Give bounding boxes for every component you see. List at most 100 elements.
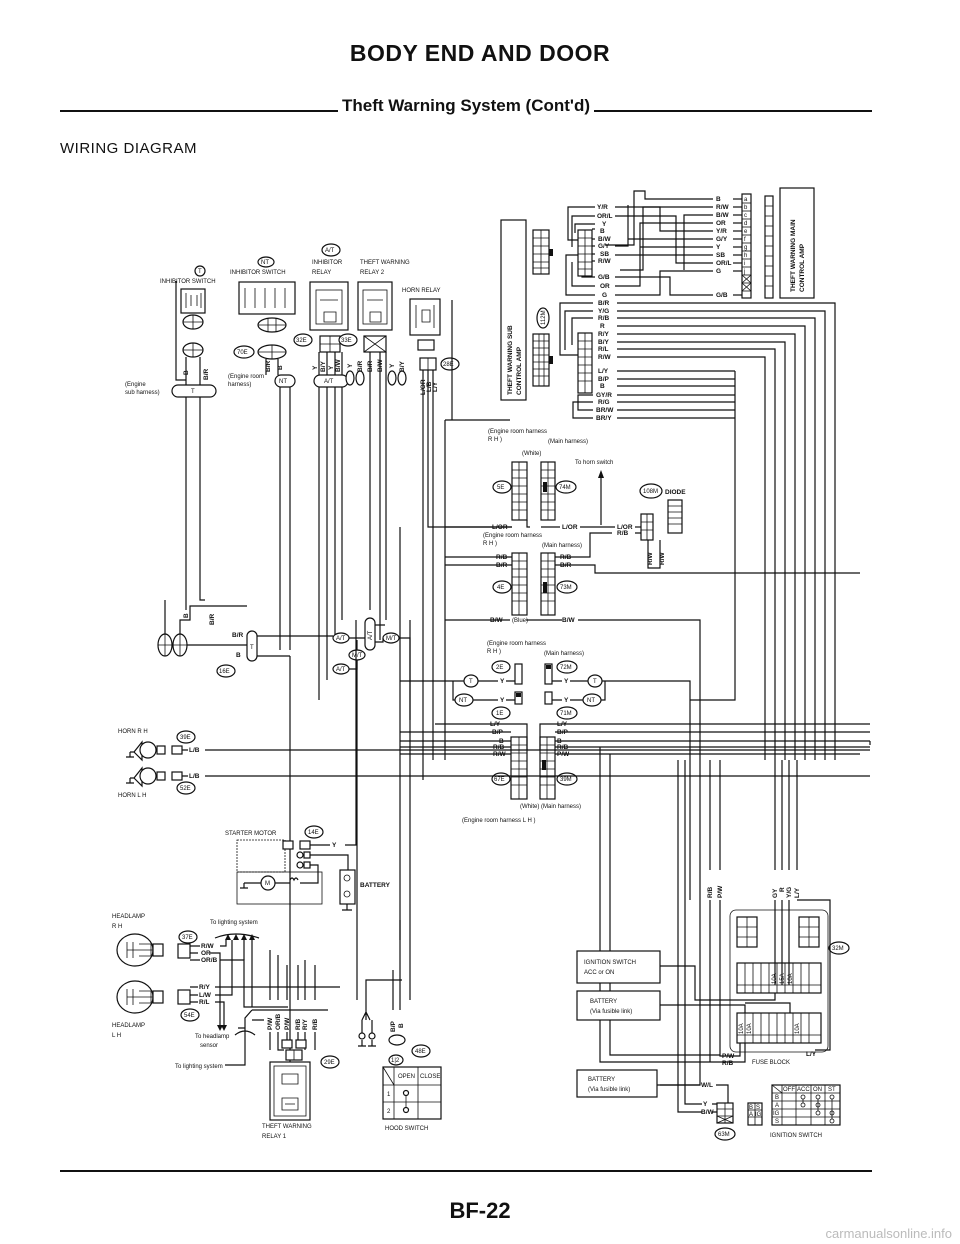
connector-id-29e: 29E (324, 1060, 335, 1066)
wire-label: B/W (562, 617, 576, 624)
key-pin: S (756, 1105, 760, 1111)
sub-amp-connector-upper (577, 229, 593, 277)
sub-amp-label: THEFT WARNING SUB (507, 325, 514, 395)
inhibitor-relay-label-2: RELAY (312, 270, 331, 276)
wire-label: P/W (717, 885, 724, 898)
wire-label: L/Y (794, 887, 801, 898)
note: (Engine room harness (488, 429, 547, 435)
wire-label: R (600, 323, 605, 330)
inhibitor-switch-nt-label: INHIBITOR SWITCH (230, 270, 286, 276)
note: To lighting system (210, 920, 258, 926)
connector-id-5e: 5E (497, 485, 504, 491)
wire-label: B (600, 383, 605, 390)
ign-table-row: A (775, 1103, 779, 1109)
ign-table-header: ACC (797, 1087, 810, 1093)
wire-label: OR (716, 220, 726, 227)
wire-label: GY (772, 888, 779, 898)
plug-nt: NT (459, 698, 467, 704)
box-label: BATTERY (590, 999, 617, 1005)
note: (Engine room harness (483, 533, 542, 539)
wire-label: SB (716, 252, 725, 259)
wire-label: B/Y (598, 339, 610, 346)
fuse-rating: 10A (739, 1023, 745, 1034)
wire-label: Y (347, 363, 354, 368)
sub-amp-label-2: CONTROL AMP (516, 346, 523, 395)
wire-label: R/B (560, 554, 572, 561)
wire-label: B/W (716, 212, 730, 219)
connector-id-1e: 1E (496, 711, 503, 717)
wire-label: Y (564, 678, 569, 685)
headlamp-rh-label-2: R H (112, 924, 122, 930)
pin-letter: i (744, 261, 745, 267)
wire-label: OR/L (597, 213, 613, 220)
wire-label: L/Y (806, 1051, 817, 1058)
plug-t2: T (250, 645, 254, 651)
wire-label: Y (602, 221, 607, 228)
main-amp-label: THEFT WARNING MAIN (790, 219, 797, 292)
pin-letter: a (744, 197, 748, 203)
connector-id-2e: 2E (496, 665, 503, 671)
wire-label: G/Y (598, 243, 610, 250)
wire-label: R/W (716, 204, 730, 211)
diode-108m: 108M DIODE (639, 483, 686, 541)
wire-label: R/W (598, 258, 612, 265)
note: (Main harness) (548, 439, 588, 445)
sub-control-amp: THEFT WARNING SUB CONTROL AMP 112M (500, 219, 553, 401)
sub-amp-lower-wires (559, 228, 836, 760)
headlamp-lh-label-2: L H (112, 1033, 121, 1039)
ign-table-header: OFF (783, 1087, 795, 1093)
connector-id-54e: 54E (184, 1013, 195, 1019)
connector-id-33e: 33E (341, 338, 352, 344)
relay2-label-2: RELAY 2 (360, 270, 385, 276)
note: To headlamp (195, 1034, 230, 1040)
lh-wires (400, 723, 871, 1063)
connector-id-4e: 4E (497, 585, 504, 591)
ign-acc-on-box: IGNITION SWITCH ACC or ON (576, 950, 661, 984)
connector-2e-1e-72m-71m: (Engine room harness R H ) (Main harness… (454, 641, 603, 720)
wire-label: R/W (493, 751, 507, 758)
wire-label: GY/R (596, 392, 612, 399)
plug-t: T (191, 389, 195, 395)
battery-fusible-box-2: BATTERY (Via fusible link) (576, 1069, 658, 1098)
plug-mt-small: M/T (386, 636, 397, 642)
wire-label: B/W (490, 617, 504, 624)
wire-label: Y (389, 363, 396, 368)
note: (Main harness) (542, 543, 582, 549)
ign-table-row: S (775, 1119, 779, 1125)
hood-plug: 1|2 (391, 1058, 400, 1064)
connector-id-63m: 63M (718, 1132, 730, 1138)
lighting-arrows (217, 934, 255, 1031)
connector-id-28e: 28E (443, 362, 454, 368)
horn-rh-label: HORN R H (118, 729, 148, 735)
wire-label: B (600, 228, 605, 235)
wire-label: B/R (357, 361, 364, 373)
wire-label: OR/L (716, 260, 732, 267)
wire-label: SB (600, 251, 609, 258)
wire-label: B/W (335, 359, 342, 373)
key-pin: A (749, 1112, 753, 1118)
box-label: BATTERY (588, 1077, 615, 1083)
wire-label: B/P (492, 729, 504, 736)
divider (594, 110, 873, 112)
battery-label: BATTERY (360, 882, 391, 889)
connector-id-71m: 71M (560, 711, 572, 717)
wire-label: B/W (377, 359, 384, 373)
connector-id-nt: NT (261, 260, 269, 266)
connector-id-70e: 70E (237, 350, 248, 356)
diode-label: DIODE (665, 489, 686, 496)
main-amp-label-2: CONTROL AMP (799, 243, 806, 292)
note: To lighting system (175, 1064, 223, 1070)
pin-letter: c (744, 213, 747, 219)
ign-wires (657, 760, 729, 1113)
main-amp-connector: a b c d e f g h i j (741, 193, 752, 299)
connector-4e-73m: (Engine room harness R H ) (Main harness… (483, 533, 582, 616)
inhibitor-relay-at: A/T INHIBITOR RELAY 32E (293, 243, 349, 353)
wire-label: R/B (312, 1019, 319, 1031)
fuse-wires (660, 760, 831, 1086)
page-number: BF-22 (449, 1198, 511, 1223)
wire-label: OR/B (275, 1013, 282, 1030)
wire-label: G/B (716, 292, 728, 299)
wire-label: L/Y (598, 368, 609, 375)
wire-label: G (716, 268, 721, 275)
connector-id-16e: 16E (219, 669, 230, 675)
